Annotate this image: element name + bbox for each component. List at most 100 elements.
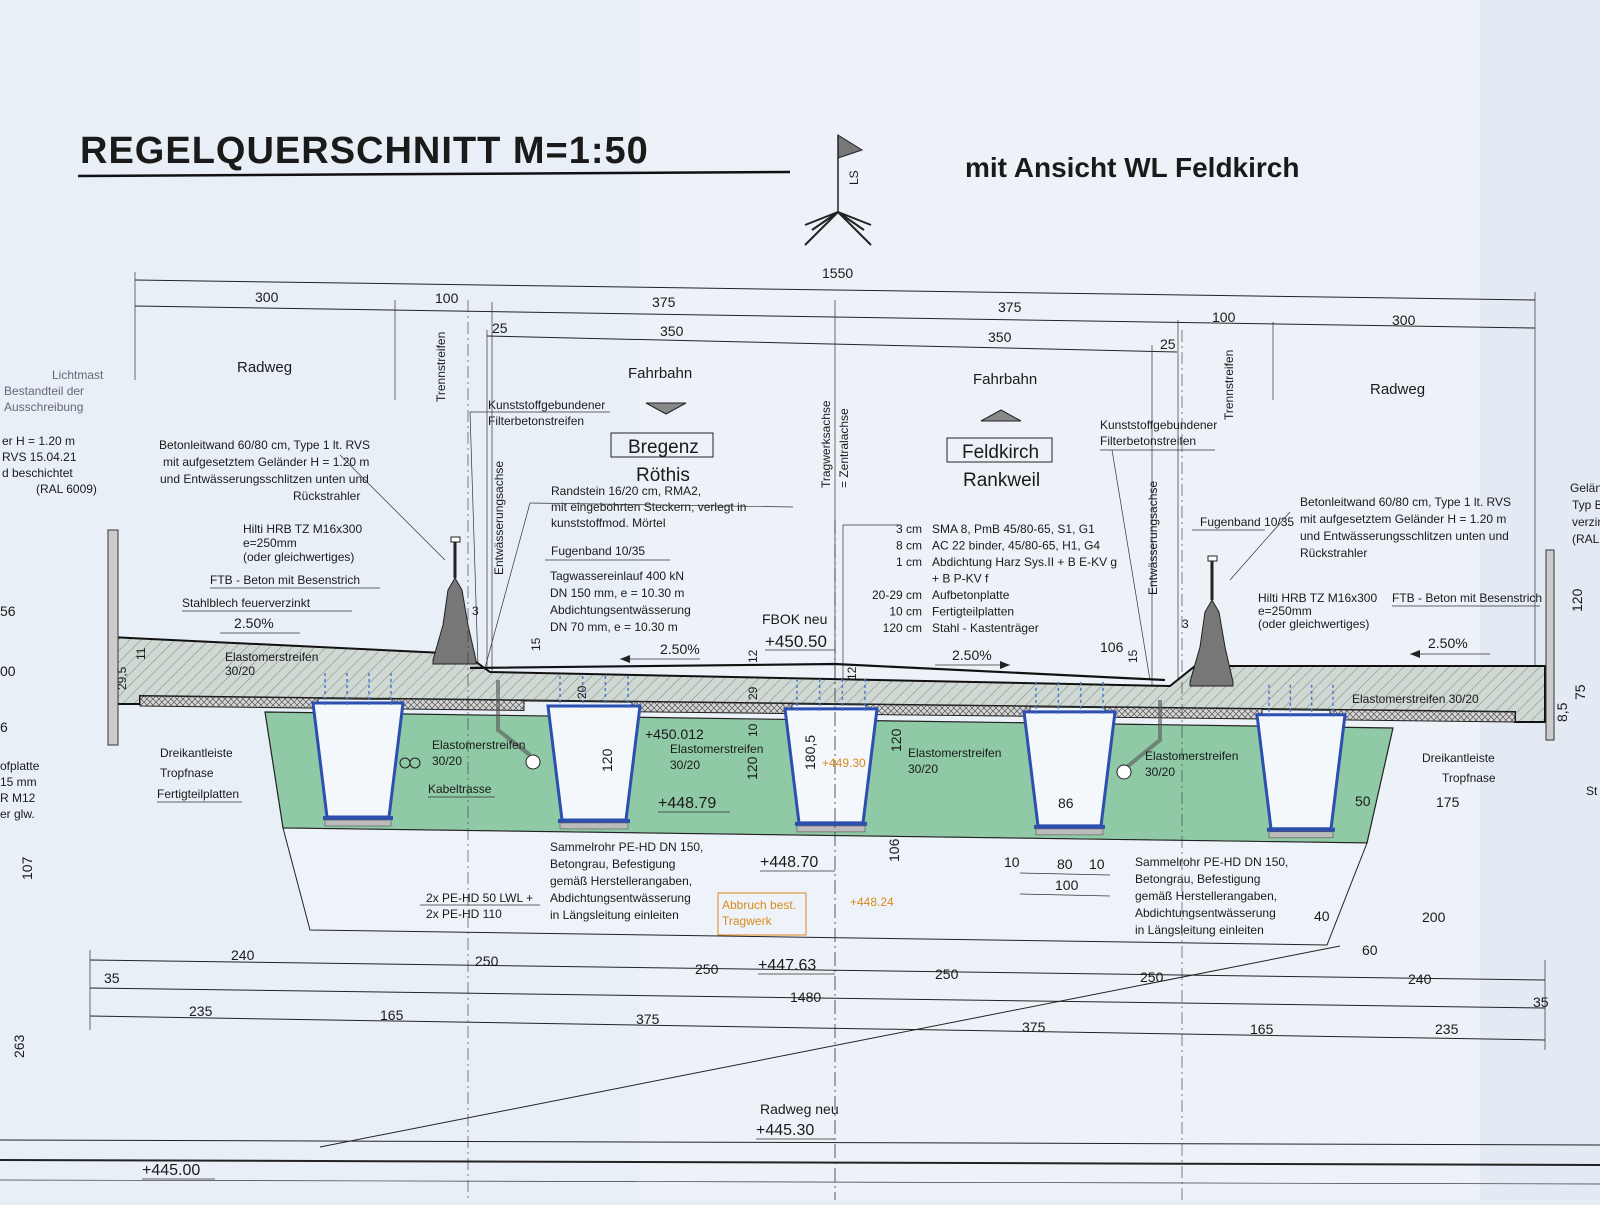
dest-left-name: Bregenz xyxy=(628,437,699,458)
bearing-strip xyxy=(1268,831,1334,839)
tagwasser-4: DN 70 mm, e = 10.30 m xyxy=(550,620,678,634)
elev-44530: +445.30 xyxy=(756,1122,814,1139)
box-girder xyxy=(546,704,642,822)
pehd-1: 2x PE-HD 50 LWL + xyxy=(426,891,533,905)
elev-44879: +448.79 xyxy=(658,795,716,812)
left-edge-3: 6 xyxy=(0,719,8,735)
zone-trenn-left: Trennstreifen xyxy=(434,332,448,402)
dest-left-sub: Röthis xyxy=(636,465,690,486)
hilti-left-2: e=250mm xyxy=(243,536,297,550)
d-10: 10 xyxy=(746,723,760,737)
dreikant-right: Dreikantleiste xyxy=(1422,751,1495,765)
d-80: 80 xyxy=(1057,856,1073,872)
lichtmast-3: Ausschreibung xyxy=(4,400,83,414)
d-15r: 15 xyxy=(1126,649,1140,663)
bearing-strip xyxy=(796,825,866,833)
right-edge-1: Gelän xyxy=(1570,481,1600,495)
b-240l: 240 xyxy=(231,947,255,963)
kunst-left-2: Filterbetonstreifen xyxy=(488,414,584,428)
layer-thickness: 10 cm xyxy=(889,605,922,619)
elev-fbok: +450.50 xyxy=(765,632,827,651)
direction-down-icon xyxy=(645,402,687,415)
d-86: 86 xyxy=(1058,795,1074,811)
v-107: 107 xyxy=(19,856,35,880)
slope-3: 2.50% xyxy=(952,647,992,663)
layer-description: + B P-KV f xyxy=(932,572,989,586)
precast-plate xyxy=(631,701,793,715)
box-girder xyxy=(311,701,405,819)
left-edge-5: 15 mm xyxy=(0,775,37,789)
betonwand-right-2: mit aufgesetztem Geländer H = 1.20 m xyxy=(1300,512,1506,526)
d-12l: 12 xyxy=(746,649,760,663)
fbok-label: FBOK neu xyxy=(762,611,827,627)
left-edge-1: 56 xyxy=(0,603,16,619)
steel-box-girders xyxy=(311,673,1347,839)
elast-top-right: Elastomerstreifen 30/20 xyxy=(1352,692,1479,706)
collector-pipe-left xyxy=(525,754,541,770)
direction-up-icon xyxy=(980,409,1022,422)
b-250a: 250 xyxy=(475,953,499,969)
dim-left-trenn: 100 xyxy=(435,290,459,306)
drain-axis-right: Entwässerungsachse xyxy=(1146,481,1160,595)
zone-radweg-right: Radweg xyxy=(1370,381,1425,398)
betonwand-left-4: Rückstrahler xyxy=(293,489,360,503)
dim-right-350: 350 xyxy=(988,329,1012,345)
dest-right-sub: Rankweil xyxy=(963,470,1040,491)
precast-plate xyxy=(1104,706,1263,720)
cable-pipe-2 xyxy=(409,757,421,769)
b-35l: 35 xyxy=(104,970,120,986)
b-1480: 1480 xyxy=(790,989,821,1005)
tagwasser-2: DN 150 mm, e = 10.30 m xyxy=(550,586,684,600)
d-3r: 3 xyxy=(1182,617,1189,631)
dim-right-25: 25 xyxy=(1160,336,1176,352)
bearing-strip xyxy=(1035,828,1104,836)
sammel-left-4: Abdichtungsentwässerung xyxy=(550,891,691,905)
b-250b: 250 xyxy=(695,961,719,977)
gelaender-left-1: er H = 1.20 m xyxy=(2,434,75,448)
precast-plate xyxy=(391,698,525,711)
elevation-markers: FBOK neu +450.50 +450.012 +448.79 +448.7… xyxy=(142,611,894,1180)
hilti-right-3: (oder gleichwertiges) xyxy=(1258,617,1369,631)
b-250c: 250 xyxy=(935,966,959,982)
d-15l: 15 xyxy=(529,637,543,651)
axis-sub: = Zentralachse xyxy=(837,408,851,488)
kunst-left-1: Kunststoffgebundener xyxy=(488,398,605,412)
right-edge-5: St xyxy=(1586,784,1598,798)
elast-d-2: 30/20 xyxy=(1145,765,1175,779)
zone-radweg-left: Radweg xyxy=(237,359,292,376)
layer-description: Stahl - Kastenträger xyxy=(932,621,1039,635)
left-edge-4: ofplatte xyxy=(0,759,40,773)
elast-b-2: 30/20 xyxy=(670,758,700,772)
d-200: 200 xyxy=(1422,909,1446,925)
dim-right-trenn: 100 xyxy=(1212,309,1236,325)
d-20: 20 xyxy=(575,685,589,699)
slope-2: 2.50% xyxy=(660,641,700,657)
layer-description: Abdichtung Harz Sys.II + B E-KV g xyxy=(932,555,1117,569)
precast-plate xyxy=(1329,709,1516,723)
tropfnase-left: Tropfnase xyxy=(160,766,214,780)
drain-pipe-right xyxy=(1126,700,1162,768)
layer-description: Aufbetonplatte xyxy=(932,588,1010,602)
dim-left-radweg: 300 xyxy=(255,289,279,305)
top-dimension-chain: 1550 300 100 375 375 100 300 25 350 350 … xyxy=(134,265,1536,700)
lower-structure xyxy=(282,827,1368,946)
tagwasser-1: Tagwassereinlauf 400 kN xyxy=(550,569,684,583)
abbruch-2: Tragwerk xyxy=(722,914,773,928)
section-labels: Elastomerstreifen 30/20 Elastomerstreife… xyxy=(157,650,1496,937)
d-3l: 3 xyxy=(472,604,479,618)
dim-left-lane: 375 xyxy=(652,294,676,310)
sammel-left-2: Betongrau, Befestigung xyxy=(550,857,675,871)
sammel-right-4: Abdichtungsentwässerung xyxy=(1135,906,1276,920)
d-120c: 120 xyxy=(888,728,904,752)
title-underline xyxy=(77,170,791,178)
dim-right-lane: 375 xyxy=(998,299,1022,315)
barrier-left xyxy=(432,577,477,665)
elast-c-1: Elastomerstreifen xyxy=(908,746,1001,760)
sammel-right-1: Sammelrohr PE-HD DN 150, xyxy=(1135,855,1288,869)
kunst-right-1: Kunststoffgebundener xyxy=(1100,418,1217,432)
d-40: 40 xyxy=(1314,908,1330,924)
dreikant-left: Dreikantleiste xyxy=(160,746,233,760)
hilti-right-2: e=250mm xyxy=(1258,604,1312,618)
